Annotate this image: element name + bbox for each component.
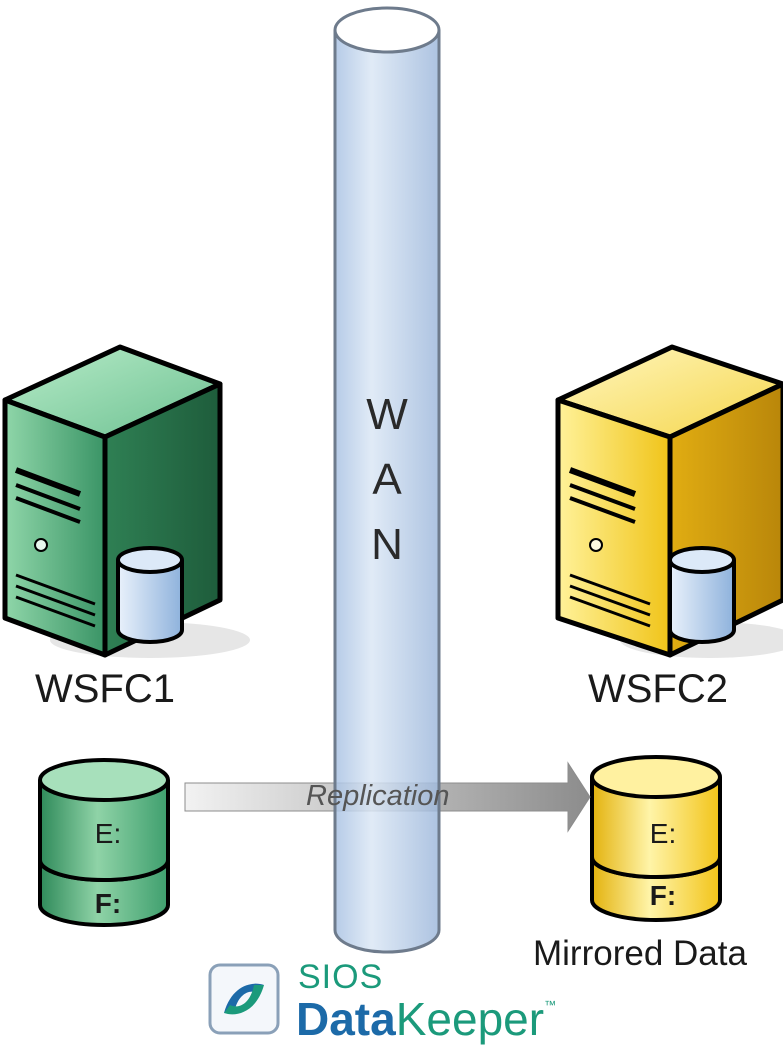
mirrored-data-label: Mirrored Data [533,934,747,973]
wan-pipe [333,6,441,954]
logo-product-text: DataKeeper™ [296,992,556,1046]
server-wsfc2-icon [555,344,783,658]
source-drive-e-label: E: [94,818,122,849]
datakeeper-logo-icon [208,963,280,1035]
server-wsfc2-label: WSFC2 [588,667,728,711]
source-drive-f-label: F: [94,888,122,919]
server-wsfc1-label: WSFC1 [35,667,175,711]
target-drive-e-label: E: [649,818,677,849]
logo-product-rest: Keeper [395,993,545,1045]
wan-label-letter: N [371,520,403,569]
wan-label-letter: A [372,455,402,504]
replication-label: Replication [306,780,450,812]
target-drive-f-label: F: [649,880,677,911]
logo-company-text: SIOS [298,958,384,996]
logo-trademark: ™ [544,998,557,1012]
server-wsfc1-icon [2,344,250,658]
source-drive-stack-icon [38,758,170,927]
logo-product-bold: Data [296,993,396,1045]
wan-label-letter: W [366,390,408,439]
target-drive-stack-icon [590,755,722,922]
